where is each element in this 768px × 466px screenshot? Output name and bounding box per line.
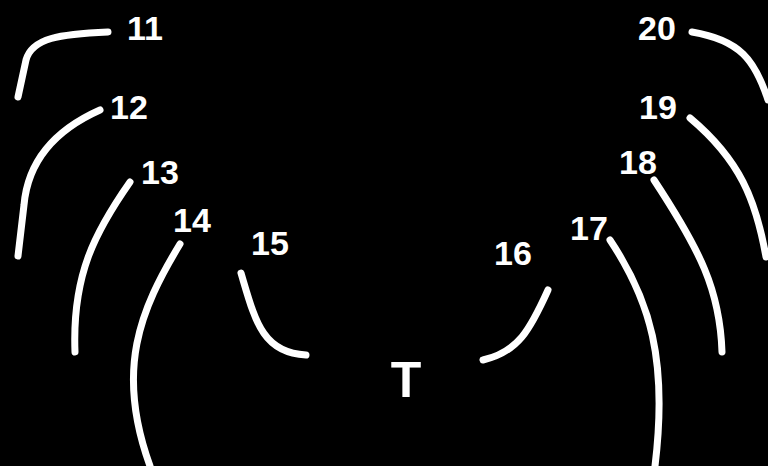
- curve-11: [18, 32, 108, 97]
- callout-number: 14: [173, 203, 211, 237]
- callout-number: 11: [127, 11, 163, 45]
- callout-number: 18: [619, 145, 657, 179]
- curve-20: [692, 32, 768, 100]
- callout-number: 15: [251, 226, 289, 260]
- curve-16: [483, 290, 548, 360]
- curve-13: [75, 182, 130, 352]
- callout-number: 20: [638, 11, 676, 45]
- callout-number: 13: [141, 155, 179, 189]
- curve-17: [610, 240, 659, 466]
- curve-19: [690, 118, 766, 257]
- callout-number: 12: [110, 90, 148, 124]
- callout-number: 16: [494, 236, 532, 270]
- curve-14: [133, 244, 180, 466]
- callout-number: 19: [639, 90, 677, 124]
- center-label: T: [391, 355, 422, 405]
- callout-number: 17: [570, 211, 608, 245]
- curve-18: [654, 180, 722, 352]
- curve-12: [18, 110, 100, 256]
- curve-15: [241, 273, 306, 355]
